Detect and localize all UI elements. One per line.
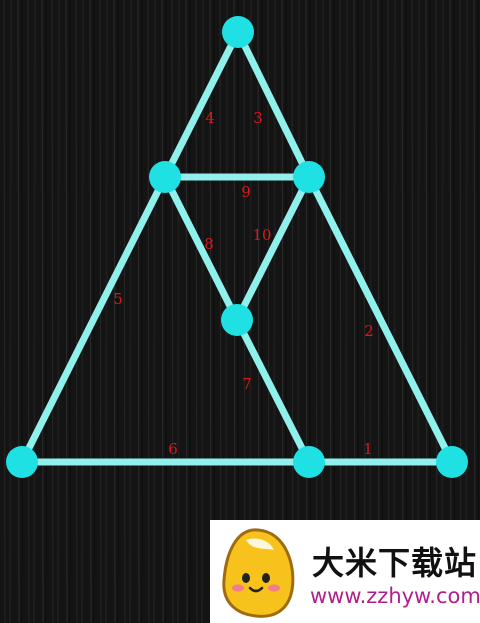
joint-node-bm bbox=[293, 446, 325, 478]
matchstick-8[interactable] bbox=[161, 173, 241, 324]
watermark-url: www.zzhyw.com bbox=[310, 584, 480, 608]
matchstick-5[interactable] bbox=[18, 173, 169, 466]
stick-label-10: 10 bbox=[252, 226, 271, 244]
matchstick-10[interactable] bbox=[233, 173, 313, 324]
stick-label-3: 3 bbox=[253, 109, 263, 127]
matchstick-3[interactable] bbox=[234, 28, 313, 181]
stick-label-6: 6 bbox=[168, 440, 178, 458]
joint-node-mid bbox=[221, 304, 253, 336]
matchstick-4[interactable] bbox=[161, 28, 242, 181]
joint-node-br bbox=[436, 446, 468, 478]
stick-label-9: 9 bbox=[241, 183, 251, 201]
matchstick-2[interactable] bbox=[305, 173, 456, 466]
stick-label-2: 2 bbox=[364, 322, 374, 340]
stick-label-5: 5 bbox=[113, 290, 123, 308]
rice-mascot-icon bbox=[222, 528, 295, 618]
joint-node-top bbox=[222, 16, 254, 48]
watermark-title: 大米下载站 bbox=[312, 544, 478, 582]
watermark-logo: 大米下载站 www.zzhyw.com bbox=[210, 520, 480, 623]
stick-label-4: 4 bbox=[205, 109, 215, 127]
stick-label-1: 1 bbox=[363, 440, 373, 458]
stick-label-8: 8 bbox=[204, 235, 214, 253]
joint-node-ul bbox=[149, 161, 181, 193]
matchstick-7[interactable] bbox=[233, 316, 313, 466]
joint-node-bl bbox=[6, 446, 38, 478]
joint-node-ur bbox=[293, 161, 325, 193]
stick-label-7: 7 bbox=[242, 375, 252, 393]
